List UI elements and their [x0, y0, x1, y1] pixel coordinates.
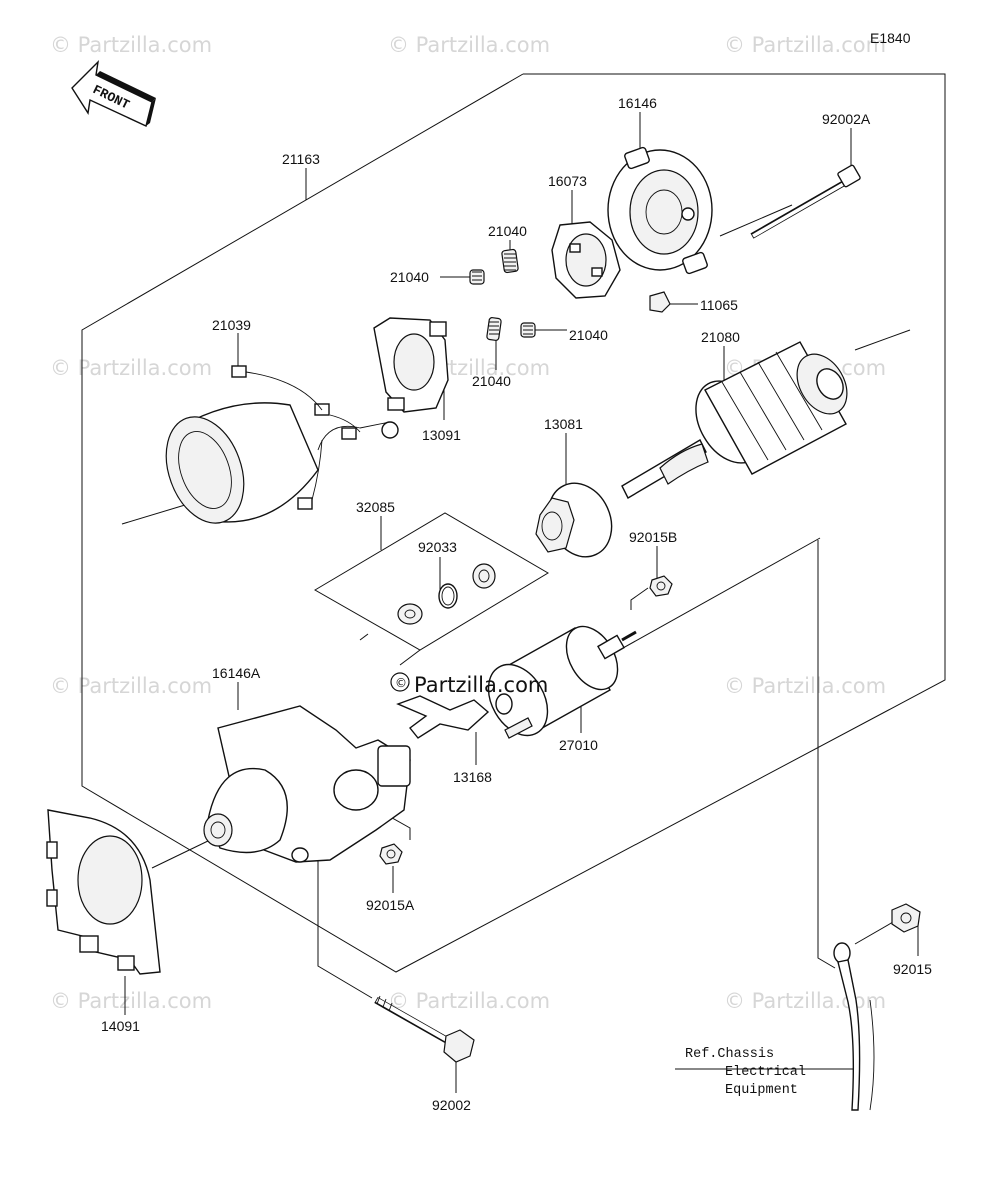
nut-92015B [649, 575, 673, 597]
watermark: © Partzilla.com [388, 33, 550, 57]
part-label-27010: 27010 [559, 737, 598, 753]
part-label-13168: 13168 [453, 769, 492, 785]
through-bolt-92002A [750, 164, 861, 239]
nut-92015A [379, 843, 403, 865]
part-label-21039: 21039 [212, 317, 251, 333]
armature-21080 [621, 341, 848, 499]
brush-plate-16073 [551, 221, 621, 299]
watermark: © Partzilla.com [50, 33, 212, 57]
center-watermark: © Partzilla.com [390, 672, 548, 697]
part-label-21163: 21163 [282, 151, 320, 167]
part-label-92002: 92002 [432, 1097, 471, 1113]
watermark-group: © Partzilla.com © Partzilla.com © Partzi… [50, 33, 886, 1013]
reference-note: Ref.Chassis Electrical Equipment [685, 1047, 806, 1098]
part-labels: 21163 16146 92002A 16073 21040 21040 210… [101, 95, 932, 1113]
part-label-21080: 21080 [701, 329, 740, 345]
ground-cable-terminal [833, 942, 875, 1111]
reference-note-line2: Electrical [725, 1065, 806, 1080]
diagram-code: E1840 [870, 30, 911, 46]
part-label-92015B: 92015B [629, 529, 677, 545]
assembly-outline [81, 73, 946, 973]
brush-holder-13091 [373, 317, 449, 413]
kit-outline-32085 [314, 512, 549, 651]
part-label-92033: 92033 [418, 539, 457, 555]
brush-springs-21040 [469, 248, 536, 341]
kit-parts-32085 [397, 563, 496, 625]
watermark: © Partzilla.com [724, 989, 886, 1013]
pinion-13081 [535, 482, 613, 558]
shift-lever-13168 [396, 695, 490, 739]
part-label-21040: 21040 [390, 269, 429, 285]
grommet-11065 [649, 291, 671, 313]
reference-note-line3: Equipment [725, 1083, 798, 1098]
leader-lines [121, 112, 919, 1093]
part-label-16146: 16146 [618, 95, 657, 111]
center-watermark-text: Partzilla.com [414, 673, 548, 697]
part-label-21040: 21040 [488, 223, 527, 239]
reference-note-line1: Ref.Chassis [685, 1047, 774, 1062]
watermark: © Partzilla.com [50, 989, 212, 1013]
part-label-13091: 13091 [422, 427, 461, 443]
part-label-92002A: 92002A [822, 111, 871, 127]
nut-92015 [891, 903, 921, 933]
solenoid-27010 [487, 625, 637, 739]
part-label-92015: 92015 [893, 961, 932, 977]
front-arrow-icon: FRONT [71, 59, 156, 127]
watermark: © Partzilla.com [388, 989, 550, 1013]
part-label-11065: 11065 [700, 297, 738, 313]
watermark: © Partzilla.com [724, 674, 886, 698]
yoke-21039 [165, 365, 399, 524]
svg-text:©: © [395, 676, 407, 690]
part-label-92015A: 92015A [366, 897, 415, 913]
part-label-21040: 21040 [569, 327, 608, 343]
part-label-16146A: 16146A [212, 665, 261, 681]
part-label-32085: 32085 [356, 499, 395, 515]
part-label-14091: 14091 [101, 1018, 140, 1034]
part-label-13081: 13081 [544, 416, 583, 432]
cover-plate-14091 [46, 809, 161, 975]
bolt-92002 [374, 995, 475, 1063]
watermark: © Partzilla.com [50, 356, 212, 380]
front-housing-16146A [203, 705, 411, 863]
watermark: © Partzilla.com [724, 33, 886, 57]
part-label-16073: 16073 [548, 173, 587, 189]
end-cover-16146 [607, 146, 713, 275]
part-label-21040: 21040 [472, 373, 511, 389]
watermark: © Partzilla.com [50, 674, 212, 698]
